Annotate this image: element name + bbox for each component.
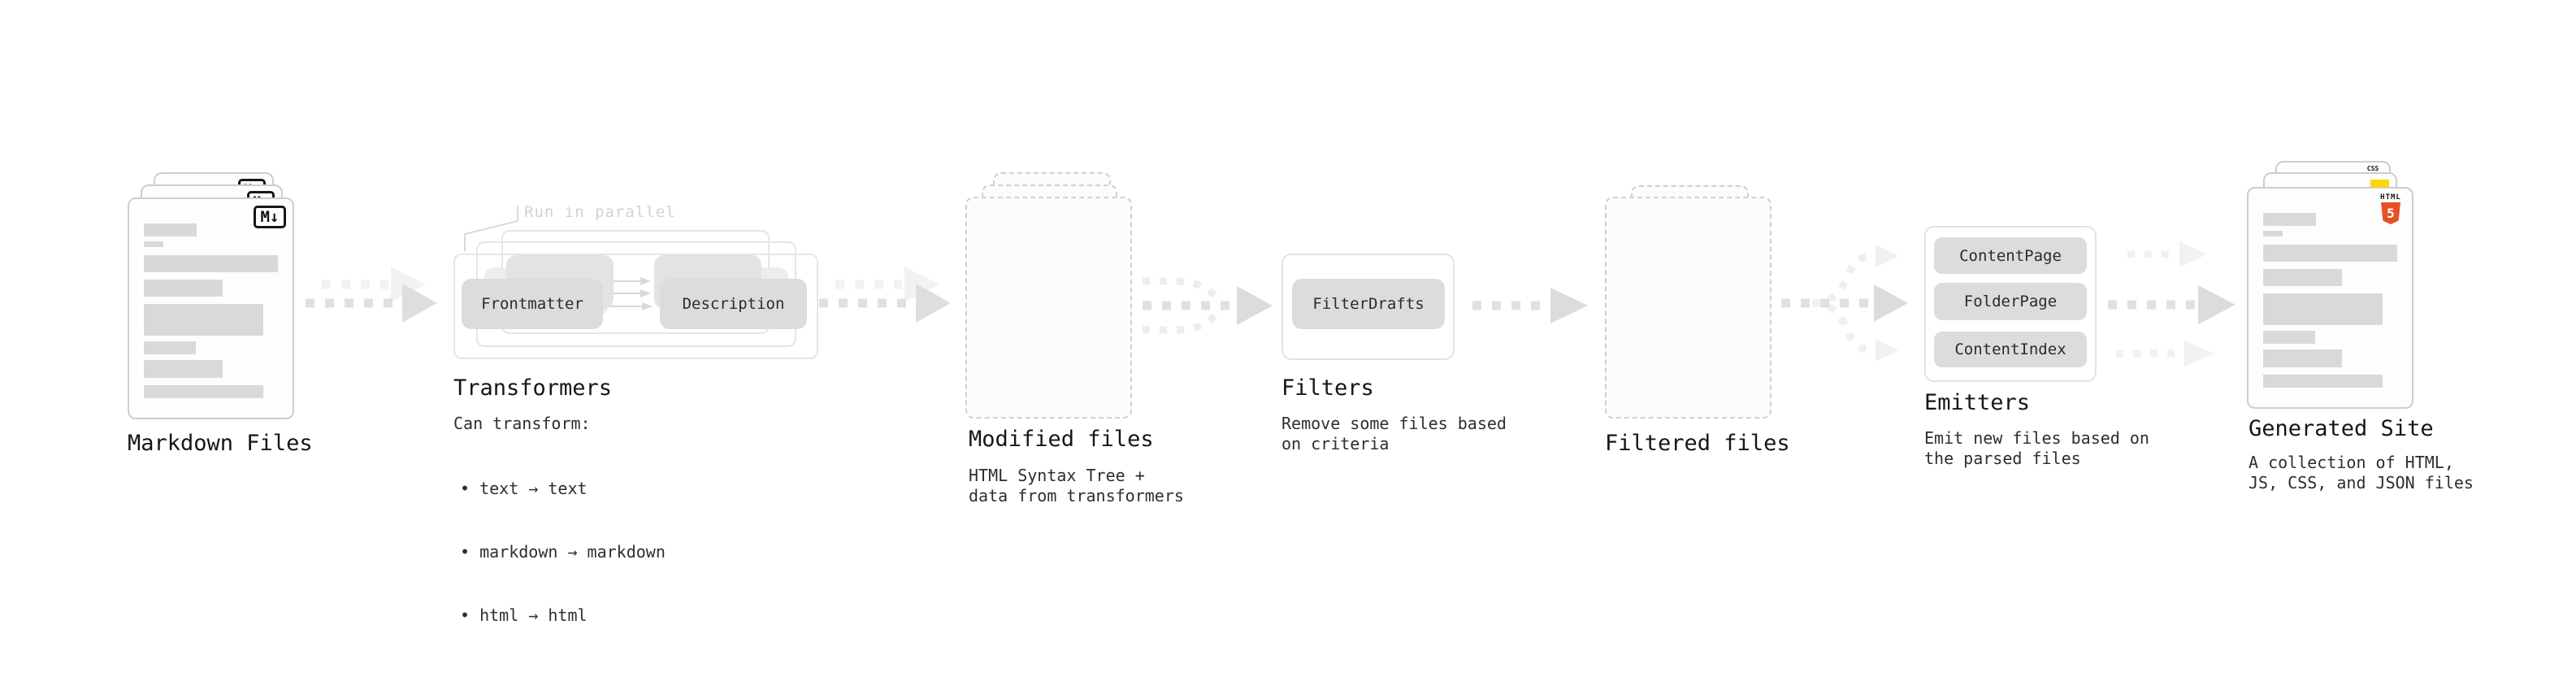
parallel-arrows-icon (609, 277, 653, 310)
desc-line: data from transformers (969, 486, 1184, 505)
desc-generated-site: A collection of HTML,JS, CSS, and JSON f… (2249, 453, 2474, 493)
bullet-item: • html → html (460, 605, 588, 625)
leader-line (464, 206, 518, 251)
label-markdown-files: Markdown Files (128, 431, 313, 456)
desc-line: the parsed files (1924, 449, 2081, 468)
label-generated-site: Generated Site (2249, 416, 2434, 441)
node-contentindex: ContentIndex (1934, 332, 2087, 367)
desc-line: Remove some files based (1281, 414, 1507, 433)
transformer-box-front (453, 254, 818, 359)
bullet-item: • text → text (460, 479, 588, 498)
html5-badge: HTML 5 (2379, 193, 2402, 224)
arrow-modified-to-filters (1143, 277, 1273, 334)
desc-modified-files: HTML Syntax Tree +data from transformers (969, 466, 1184, 506)
html5-badge-word: HTML (2380, 193, 2401, 202)
node-folderpage: FolderPage (1934, 283, 2087, 320)
css-badge-label: CSS (2366, 165, 2379, 172)
label-modified-files: Modified files (969, 427, 1154, 452)
stack-generated-site: CSS HTML 5 (2247, 161, 2413, 409)
desc-line: on criteria (1281, 434, 1390, 453)
stack-modified-files (965, 172, 1132, 419)
desc-line: HTML Syntax Tree + (969, 466, 1145, 485)
doc-layer-front: HTML 5 (2247, 187, 2413, 409)
desc-line: Emit new files based on (1924, 428, 2149, 448)
stack-markdown-files: M↓ M↓ M↓ (128, 172, 294, 420)
stack-filtered-files (1605, 185, 1772, 419)
arrow-filters-to-filtered (1472, 288, 1588, 323)
title-transformers: Transformers (453, 375, 613, 401)
node-frontmatter: Frontmatter (462, 279, 603, 329)
label-filtered-files: Filtered files (1605, 431, 1790, 456)
node-filterdrafts: FilterDrafts (1292, 279, 1445, 329)
arrow-transformers-to-modified (819, 267, 951, 323)
arrow-markdown-to-transformers (306, 267, 437, 323)
annotation-run-in-parallel: Run in parallel (524, 203, 676, 221)
doc-layer-front (965, 197, 1132, 419)
markdown-badge: M↓ (254, 206, 286, 228)
node-description: Description (660, 279, 807, 329)
html5-badge-number: 5 (2387, 206, 2395, 221)
desc-line: JS, CSS, and JSON files (2249, 473, 2474, 492)
bullet-item: • markdown → markdown (460, 542, 666, 562)
html5-badge-shield: 5 (2381, 202, 2400, 224)
title-emitters: Emitters (1924, 390, 2031, 415)
title-filters: Filters (1281, 375, 1374, 401)
doc-layer-front (1605, 197, 1772, 419)
node-contentpage: ContentPage (1934, 237, 2087, 274)
transform-bullet-list: • text → text • markdown → markdown • ht… (460, 436, 666, 668)
doc-layer-front: M↓ (128, 197, 294, 419)
arrow-filtered-to-emitters (1781, 245, 1908, 362)
arrow-emitters-to-site (2108, 241, 2236, 367)
desc-can-transform: Can transform: (453, 414, 591, 433)
desc-line: A collection of HTML, (2249, 453, 2454, 472)
